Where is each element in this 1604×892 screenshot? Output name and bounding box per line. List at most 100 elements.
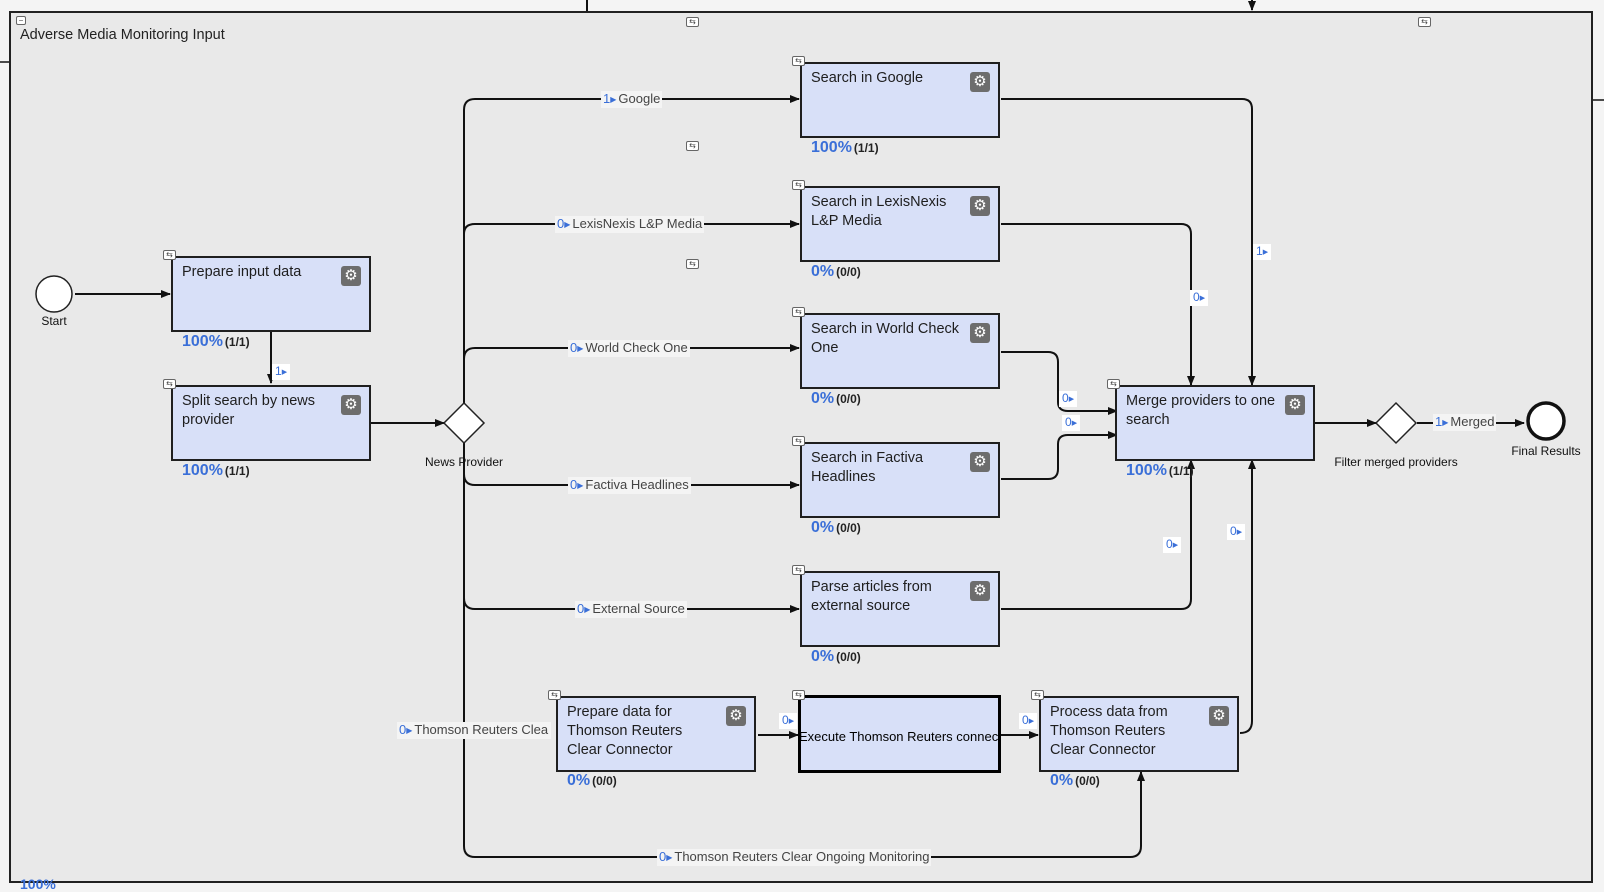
- task-stat: 0%(0/0): [1050, 772, 1100, 789]
- gateway-label-filter: Filter merged providers: [1334, 455, 1458, 469]
- task-label: Parse articles from external source: [811, 579, 932, 614]
- edge-badge-split[interactable]: 1▶: [272, 364, 291, 380]
- edge-badge-lexis-merge[interactable]: 0▶: [1190, 290, 1209, 306]
- triangle-right-icon: ▶: [1028, 718, 1035, 725]
- task-label: Execute Thomson Reuters connector: [799, 729, 1001, 744]
- task-label: Search in Google: [811, 70, 924, 86]
- flow-gateway-google[interactable]: [463, 95, 800, 404]
- gear-icon[interactable]: ⚙: [1285, 395, 1305, 415]
- edge-label-merged[interactable]: 1▶Merged: [1433, 414, 1497, 431]
- flow-lexis-merge[interactable]: [1001, 223, 1195, 386]
- task-stat: 100%(1/1): [1126, 462, 1194, 479]
- task-split-search[interactable]: Split search by news provider ⚙: [171, 385, 371, 461]
- task-search-worldcheck[interactable]: Search in World Check One ⚙: [800, 313, 1000, 389]
- gear-icon[interactable]: ⚙: [726, 706, 746, 726]
- gear-icon[interactable]: ⚙: [970, 323, 990, 343]
- gateway-filter-merged[interactable]: [1374, 401, 1418, 445]
- expand-marker-icon[interactable]: ⇆: [792, 307, 805, 317]
- edge-badge-external-merge[interactable]: 0▶: [1163, 537, 1182, 553]
- expand-marker-icon[interactable]: ⇆: [792, 565, 805, 575]
- triangle-right-icon: ▶: [577, 481, 584, 490]
- expand-marker-icon[interactable]: ⇆: [686, 17, 699, 27]
- expand-marker-icon[interactable]: ⇆: [163, 250, 176, 260]
- flow-process-merge[interactable]: [1239, 459, 1256, 734]
- flow-worldcheck-merge[interactable]: [1001, 351, 1118, 415]
- triangle-right-icon: ▶: [1068, 396, 1075, 403]
- edge-badge-process-merge[interactable]: 0▶: [1227, 524, 1246, 540]
- triangle-right-icon: ▶: [406, 726, 413, 735]
- task-label: Search in LexisNexis L&P Media: [811, 194, 947, 229]
- edge-badge-prep-exec[interactable]: 0▶: [779, 713, 798, 729]
- task-stat: 0%(0/0): [811, 390, 861, 407]
- gear-icon[interactable]: ⚙: [1209, 706, 1229, 726]
- triangle-right-icon: ▶: [1199, 295, 1206, 302]
- triangle-right-icon: ▶: [1262, 249, 1269, 256]
- triangle-right-icon: ▶: [281, 369, 288, 376]
- expand-marker-icon[interactable]: ⇆: [1107, 379, 1120, 389]
- edge-label-google[interactable]: 1▶Google: [601, 91, 663, 108]
- task-label: Search in World Check One: [811, 321, 960, 356]
- start-label: Start: [41, 314, 67, 328]
- task-stat: 0%(0/0): [811, 648, 861, 665]
- expand-marker-icon[interactable]: ⇆: [686, 259, 699, 269]
- task-execute-thomson[interactable]: Execute Thomson Reuters connector: [798, 695, 1001, 773]
- task-label: Process data from Thomson Reuters Clear …: [1050, 704, 1168, 758]
- expand-marker-icon[interactable]: ⇆: [1418, 17, 1431, 27]
- triangle-right-icon: ▶: [564, 220, 571, 229]
- gear-icon[interactable]: ⚙: [341, 266, 361, 286]
- gear-icon[interactable]: ⚙: [970, 581, 990, 601]
- task-stat: 0%(0/0): [811, 263, 861, 280]
- minus-square-icon[interactable]: −: [16, 16, 26, 25]
- task-process-thomson[interactable]: Process data from Thomson Reuters Clear …: [1039, 696, 1239, 772]
- edge-label-factiva[interactable]: 0▶Factiva Headlines: [568, 477, 691, 494]
- flow-gateway-worldcheck[interactable]: [463, 344, 800, 360]
- task-prepare-thomson[interactable]: Prepare data for Thomson Reuters Clear C…: [556, 696, 756, 772]
- gear-icon[interactable]: ⚙: [970, 452, 990, 472]
- expand-marker-icon[interactable]: ⇆: [1031, 690, 1044, 700]
- task-parse-external[interactable]: Parse articles from external source ⚙: [800, 571, 1000, 647]
- triangle-right-icon: ▶: [610, 95, 617, 104]
- expand-marker-icon[interactable]: ⇆: [792, 436, 805, 446]
- edge-label-external[interactable]: 0▶External Source: [575, 601, 687, 618]
- edge-label-worldcheck[interactable]: 0▶World Check One: [568, 340, 690, 357]
- flow-external-merge[interactable]: [1001, 459, 1195, 610]
- gear-icon[interactable]: ⚙: [970, 72, 990, 92]
- task-search-factiva[interactable]: Search in Factiva Headlines ⚙: [800, 442, 1000, 518]
- edge-label-lexisnexis[interactable]: 0▶LexisNexis L&P Media: [555, 216, 705, 233]
- task-label: Split search by news provider: [182, 393, 315, 428]
- triangle-right-icon: ▶: [1071, 420, 1078, 427]
- expand-marker-icon[interactable]: ⇆: [548, 690, 561, 700]
- expand-marker-icon[interactable]: ⇆: [163, 379, 176, 389]
- start-event[interactable]: [35, 275, 73, 313]
- edge-badge-google-merge[interactable]: 1▶: [1253, 244, 1272, 260]
- triangle-right-icon: ▶: [584, 605, 591, 614]
- flow-google-merge[interactable]: [1001, 98, 1256, 386]
- task-label: Prepare data for Thomson Reuters Clear C…: [567, 704, 683, 758]
- expand-marker-icon[interactable]: ⇆: [792, 56, 805, 66]
- expand-marker-icon[interactable]: ⇆: [686, 141, 699, 151]
- gateway-news-provider[interactable]: [442, 401, 486, 445]
- edge-badge-exec-process[interactable]: 0▶: [1019, 713, 1038, 729]
- edge-label-thomson-ongoing[interactable]: 0▶Thomson Reuters Clear Ongoing Monitori…: [657, 849, 932, 866]
- flow-factiva-merge[interactable]: [1001, 431, 1118, 480]
- task-stat: 100%(1/1): [182, 462, 250, 479]
- task-merge-providers[interactable]: Merge providers to one search ⚙: [1115, 385, 1315, 461]
- flow-gateway-lexis[interactable]: [463, 220, 800, 235]
- pool-bottom-stat: 100%: [20, 876, 56, 892]
- gear-icon[interactable]: ⚙: [341, 395, 361, 415]
- task-search-lexisnexis[interactable]: Search in LexisNexis L&P Media ⚙: [800, 186, 1000, 262]
- task-stat: 100%(1/1): [182, 333, 250, 350]
- edge-badge-worldcheck-merge[interactable]: 0▶: [1059, 391, 1078, 407]
- task-label: Prepare input data: [182, 264, 302, 280]
- gear-icon[interactable]: ⚙: [970, 196, 990, 216]
- edge-label-thomson-clear[interactable]: 0▶Thomson Reuters Clea: [397, 722, 551, 739]
- task-stat: 0%(0/0): [811, 519, 861, 536]
- triangle-right-icon: ▶: [788, 718, 795, 725]
- edge-badge-factiva-merge[interactable]: 0▶: [1062, 415, 1081, 431]
- end-event[interactable]: [1526, 401, 1566, 441]
- expand-marker-icon[interactable]: ⇆: [792, 690, 805, 700]
- expand-marker-icon[interactable]: ⇆: [792, 180, 805, 190]
- task-search-google[interactable]: Search in Google ⚙: [800, 62, 1000, 138]
- triangle-right-icon: ▶: [1442, 418, 1449, 427]
- task-prepare-input[interactable]: Prepare input data ⚙: [171, 256, 371, 332]
